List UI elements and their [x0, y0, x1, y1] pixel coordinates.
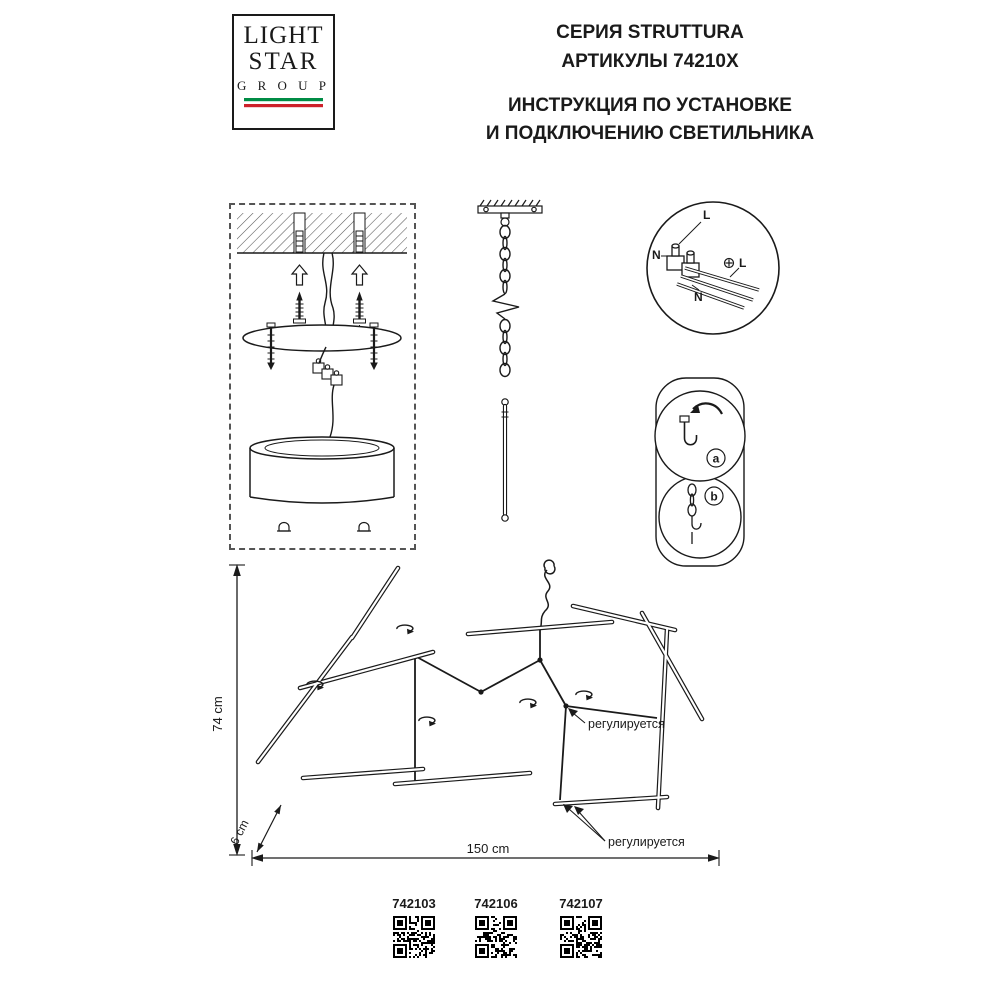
wiring-detail: L N L N	[646, 201, 780, 335]
chandelier-arms	[414, 629, 658, 801]
power-cord	[539, 559, 556, 630]
wiring-circle	[646, 201, 780, 335]
qr-code	[393, 916, 435, 958]
article-code: 742106	[474, 896, 518, 911]
detail-a-label: a	[713, 452, 720, 466]
articles-title: АРТИКУЛЫ 74210X	[561, 51, 739, 72]
dim-depth-label: 6 cm	[227, 817, 251, 847]
dimension-depth	[256, 804, 282, 853]
label-l-top: L	[703, 208, 710, 222]
mounting-screws	[293, 291, 366, 324]
logo-line1: LIGHT	[243, 22, 324, 49]
chandelier-diagram: 74 cm 150 cm 6 cm	[210, 559, 720, 866]
article-code: 742103	[392, 896, 436, 911]
lightstar-logo: LIGHT STAR G R O U P	[232, 14, 335, 130]
chain	[491, 224, 520, 378]
chandelier-joints	[478, 657, 569, 709]
adjustable-label-2: регулируется	[608, 835, 685, 849]
wire-leader-lines	[661, 221, 740, 291]
article-code: 742107	[559, 896, 603, 911]
suspension-diagram	[477, 199, 543, 522]
article-column-1: 742103	[384, 896, 444, 958]
qr-code	[560, 916, 602, 958]
wall-anchors	[295, 230, 364, 253]
earth-symbol	[723, 257, 735, 269]
dimension-width	[251, 850, 720, 866]
detail-b-label: b	[710, 490, 717, 504]
drum-shade	[249, 436, 395, 504]
logo-red-bar	[244, 104, 323, 108]
logo-flag-bars	[244, 98, 323, 108]
adjustable-callout-2: регулируется	[563, 804, 685, 849]
ceiling-bracket	[477, 199, 543, 227]
plate-screws	[266, 322, 379, 371]
ceiling	[237, 212, 407, 254]
header-instruction-block: ИНСТРУКЦИЯ ПО УСТАНОВКЕ И ПОДКЛЮЧЕНИЮ СВ…	[415, 92, 885, 148]
dim-height-label: 74 cm	[210, 696, 225, 731]
details-frame	[655, 377, 745, 567]
mounting-plate	[242, 324, 402, 352]
drum-wire	[318, 346, 335, 438]
detail-a-arrow	[690, 402, 723, 415]
label-n-bottom: N	[694, 290, 703, 304]
attachment-details: b a	[654, 377, 746, 567]
instruction-line2: И ПОДКЛЮЧЕНИЮ СВЕТИЛЬНИКА	[485, 123, 815, 144]
detail-b-badge	[704, 486, 724, 506]
logo-line2: STAR	[248, 48, 319, 75]
header-series-block: СЕРИЯ STRUTTURA АРТИКУЛЫ 74210X	[415, 18, 885, 76]
logo-green-bar	[244, 98, 323, 102]
label-l-right: L	[739, 256, 746, 270]
dim-width-label: 150 cm	[467, 841, 510, 856]
detail-a-hook	[679, 415, 698, 446]
instruction-line1: ИНСТРУКЦИЯ ПО УСТАНОВКЕ	[508, 95, 792, 116]
dimension-height	[229, 564, 245, 856]
mounting-diagram-box	[229, 203, 416, 550]
adjustable-callout-1: регулируется	[568, 708, 665, 731]
adjustable-label-1: регулируется	[588, 717, 665, 731]
chandelier-rods	[255, 565, 705, 811]
suspension-rod	[501, 398, 509, 522]
label-n-left: N	[652, 248, 661, 262]
article-column-2: 742106	[466, 896, 526, 958]
article-column-3: 742107	[551, 896, 611, 958]
terminal-block-small	[312, 358, 343, 386]
up-arrow-icons	[290, 264, 369, 286]
mounting-diagram	[237, 212, 407, 532]
detail-b-circle	[658, 475, 742, 559]
logo-line3: G R O U P	[236, 78, 331, 93]
mains-wires	[676, 266, 760, 310]
qr-code	[475, 916, 517, 958]
detail-b-chain	[687, 483, 702, 544]
cap-nuts	[277, 521, 371, 532]
detail-a-badge	[706, 448, 726, 468]
series-title: СЕРИЯ STRUTTURA	[556, 22, 744, 43]
